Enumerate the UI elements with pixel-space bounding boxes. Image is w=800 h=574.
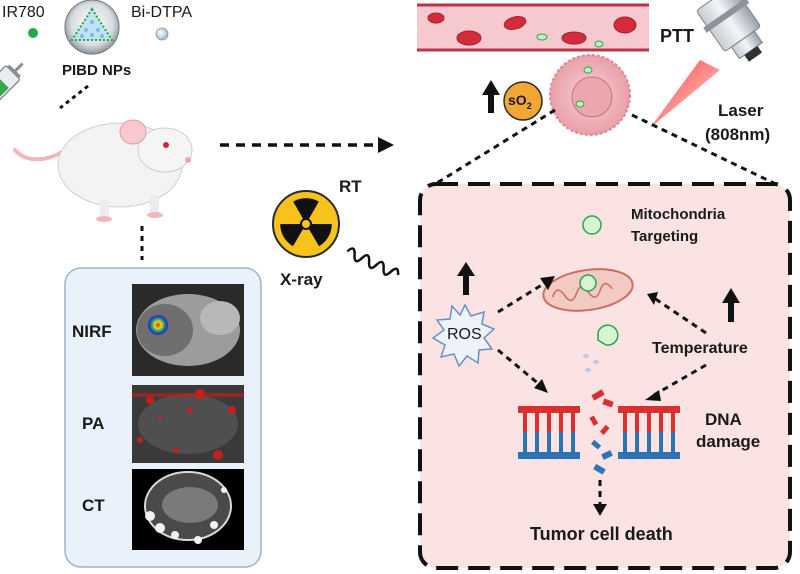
ros-burst-icon: [431, 303, 496, 368]
tumor-icon: [549, 54, 631, 136]
ir780-label: IR780: [2, 4, 45, 21]
radiation-icon: [272, 190, 340, 258]
ros-to-mito-arrow: [497, 281, 546, 314]
so2-label: sO2: [508, 92, 532, 111]
bi-dtpa-molecule-icon: [155, 27, 169, 41]
syringe-icon: [0, 62, 24, 108]
nirf-label: NIRF: [72, 322, 112, 341]
laser-beam-icon: [650, 60, 720, 128]
xray-label: X-ray: [280, 270, 323, 289]
temp-to-mito-arrowhead: [647, 292, 658, 305]
laser-wavelength-label: (808nm): [705, 125, 771, 144]
tumor-cell-death-label: Tumor cell death: [530, 524, 673, 544]
ros-to-mito-arrowhead: [540, 276, 555, 290]
ptt-label: PTT: [660, 26, 694, 46]
mito-targeting-label-line1: Mitochondria: [631, 206, 726, 223]
objective-lens-icon: [696, 0, 764, 62]
so2-badge: [503, 81, 543, 121]
dna-helix-icon: [518, 389, 680, 475]
pibd-nanoparticle-icon: [64, 0, 120, 55]
ros-to-dna-arrow: [497, 348, 541, 387]
rt-label: RT: [339, 177, 362, 196]
treatment-arrowhead: [378, 137, 394, 153]
mouse-icon: [13, 119, 193, 222]
mitochondrion-icon: [542, 268, 634, 312]
ir780-molecule-icon: [28, 28, 38, 38]
xray-wave-icon: [346, 247, 400, 276]
zoom-line-left: [431, 108, 556, 188]
so2-main-text: sO: [508, 92, 527, 108]
ros-label: ROS: [447, 326, 482, 343]
pa-image: [132, 385, 244, 463]
ct-image: [132, 469, 244, 550]
laser-label: Laser: [718, 101, 764, 120]
nirf-image: [132, 284, 244, 376]
dna-damage-label-line2: damage: [696, 432, 761, 451]
mito-targeting-label-line2: Targeting: [631, 228, 699, 245]
ros-to-dna-arrowhead: [534, 379, 548, 393]
temperature-label: Temperature: [652, 340, 748, 357]
mechanism-panel: [418, 182, 792, 570]
np-to-syringe-connector: [59, 84, 89, 110]
temp-to-dna-arrowhead: [645, 390, 661, 401]
blood-vessel: [417, 3, 649, 52]
dna-to-death-arrowhead: [593, 504, 607, 516]
degraded-particle-icon: [583, 324, 619, 372]
dna-damage-label-line1: DNA: [705, 410, 742, 429]
ct-label: CT: [82, 496, 105, 515]
so2-up-arrow-icon: [482, 80, 500, 113]
so2-subscript: 2: [526, 100, 532, 111]
targeting-particle-icon: [582, 215, 602, 235]
temperature-up-arrow-icon: [722, 288, 740, 322]
ros-up-arrow-icon: [457, 262, 475, 295]
bi-dtpa-label: Bi-DTPA: [131, 4, 193, 21]
nanoparticle-label: PIBD NPs: [62, 62, 132, 79]
pa-label: PA: [82, 414, 105, 433]
zoom-line-right: [631, 113, 781, 188]
